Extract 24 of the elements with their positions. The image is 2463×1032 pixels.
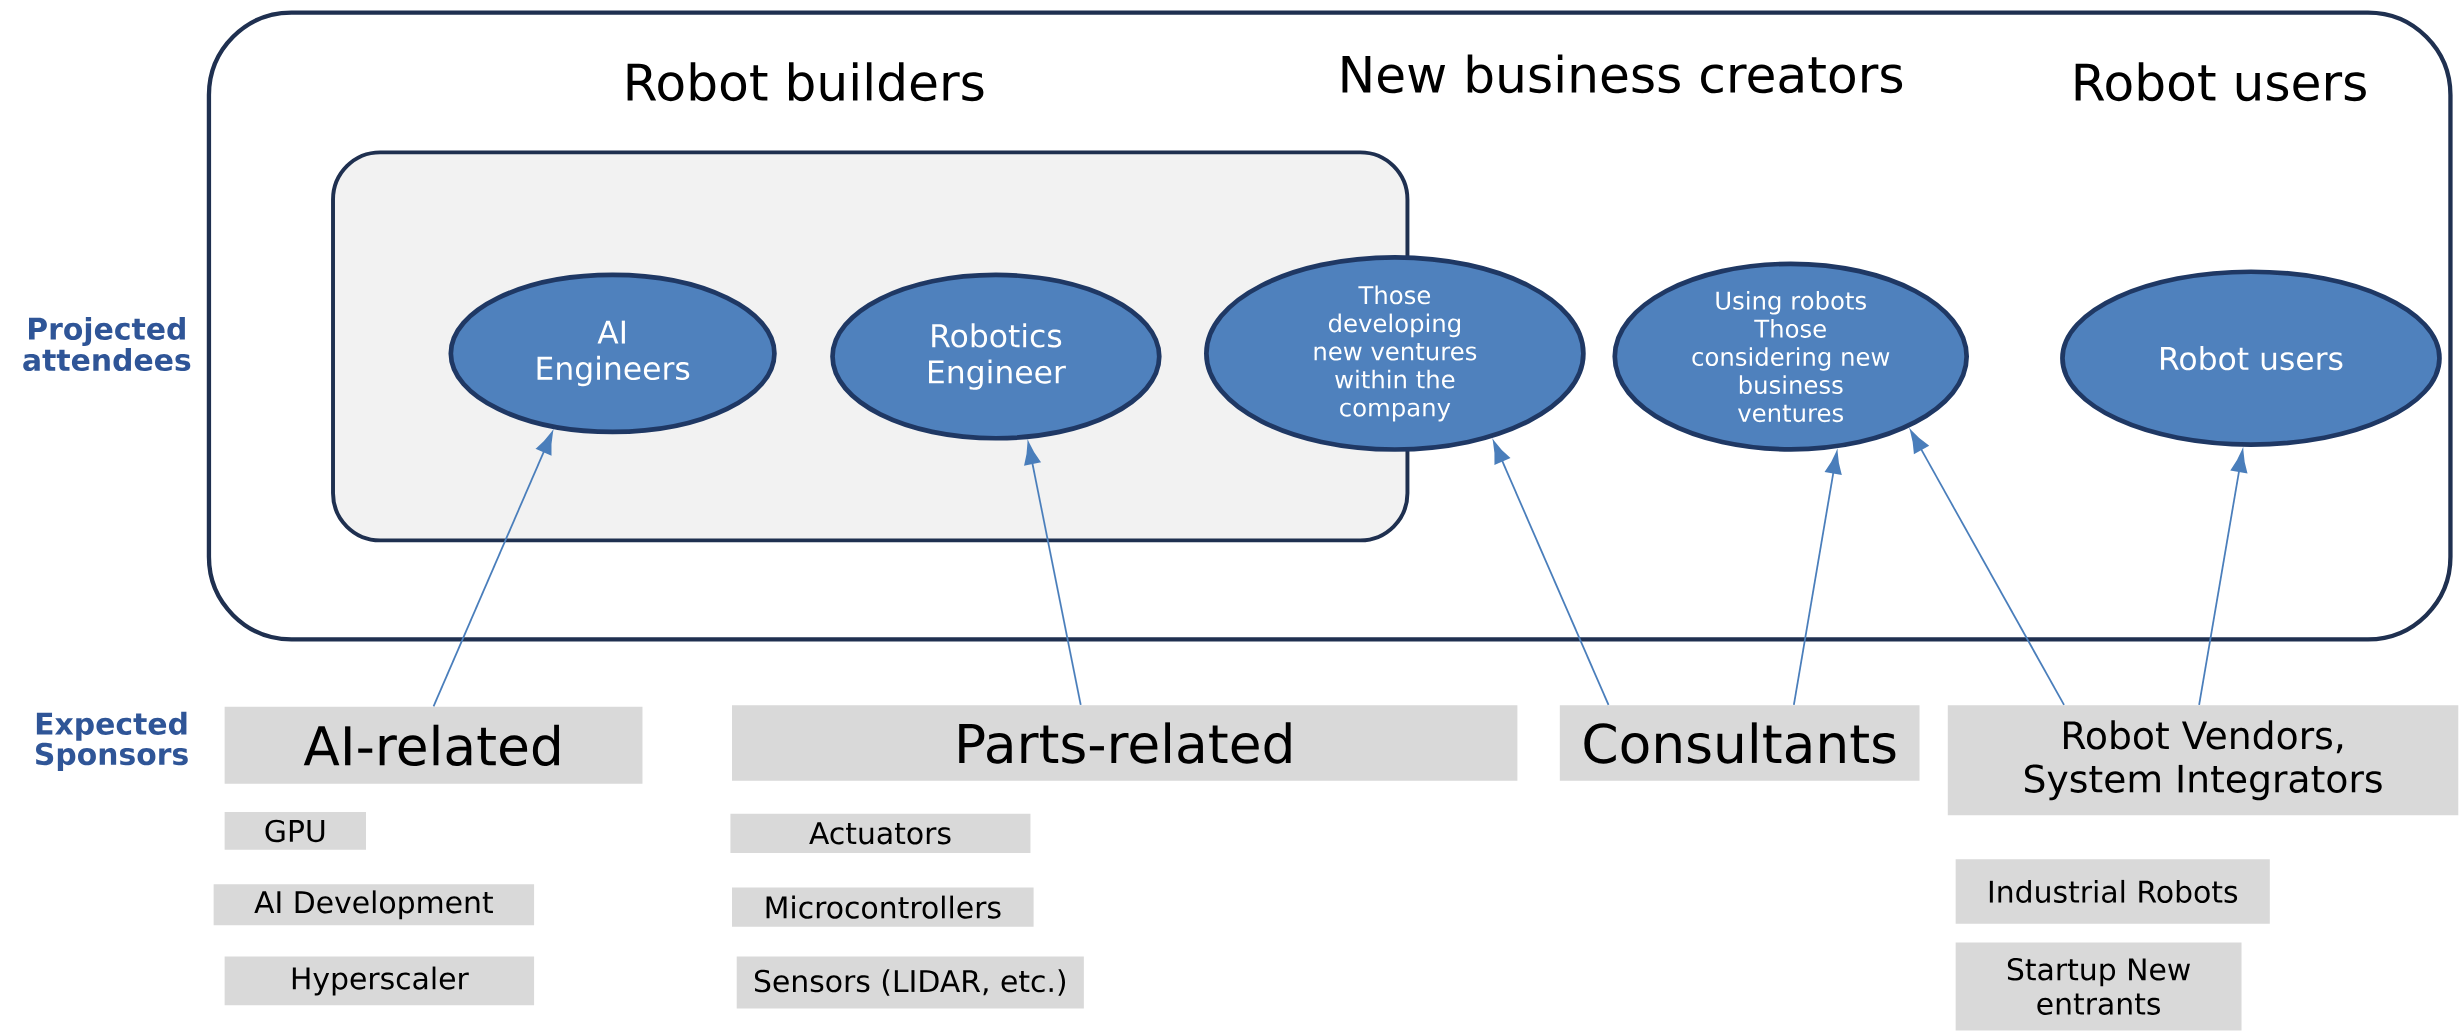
label-box: Actuators: [730, 813, 1031, 853]
label-box: Sensors (LIDAR, etc.): [736, 956, 1084, 1009]
arrow: [1792, 451, 1842, 706]
group-frame: [206, 10, 2453, 642]
label-box: Hyperscaler: [224, 956, 535, 1006]
label-box: AI Development: [213, 884, 535, 926]
arrow: [1492, 440, 1610, 706]
label-box: Industrial Robots: [1955, 859, 2270, 924]
arrow: [2198, 449, 2248, 706]
arrow: [1024, 442, 1082, 706]
heading: Robot builders: [627, 62, 984, 102]
label-box: Parts-related: [732, 705, 1518, 781]
label-box: Robot Vendors, System Integrators: [1947, 705, 2459, 816]
label-box: AI-related: [224, 706, 643, 784]
side-label: Expected Sponsors: [36, 711, 188, 772]
label-box: GPU: [224, 812, 366, 850]
label-box: Consultants: [1559, 705, 1920, 781]
label-box: Microcontrollers: [732, 887, 1034, 927]
arrow: [432, 431, 553, 708]
side-label: Projected attendees: [23, 316, 191, 372]
label-box: Startup New entrants: [1955, 942, 2242, 1031]
arrow: [1910, 430, 2065, 706]
heading: Robot users: [2075, 62, 2366, 102]
heading: New business creators: [1342, 54, 1903, 94]
